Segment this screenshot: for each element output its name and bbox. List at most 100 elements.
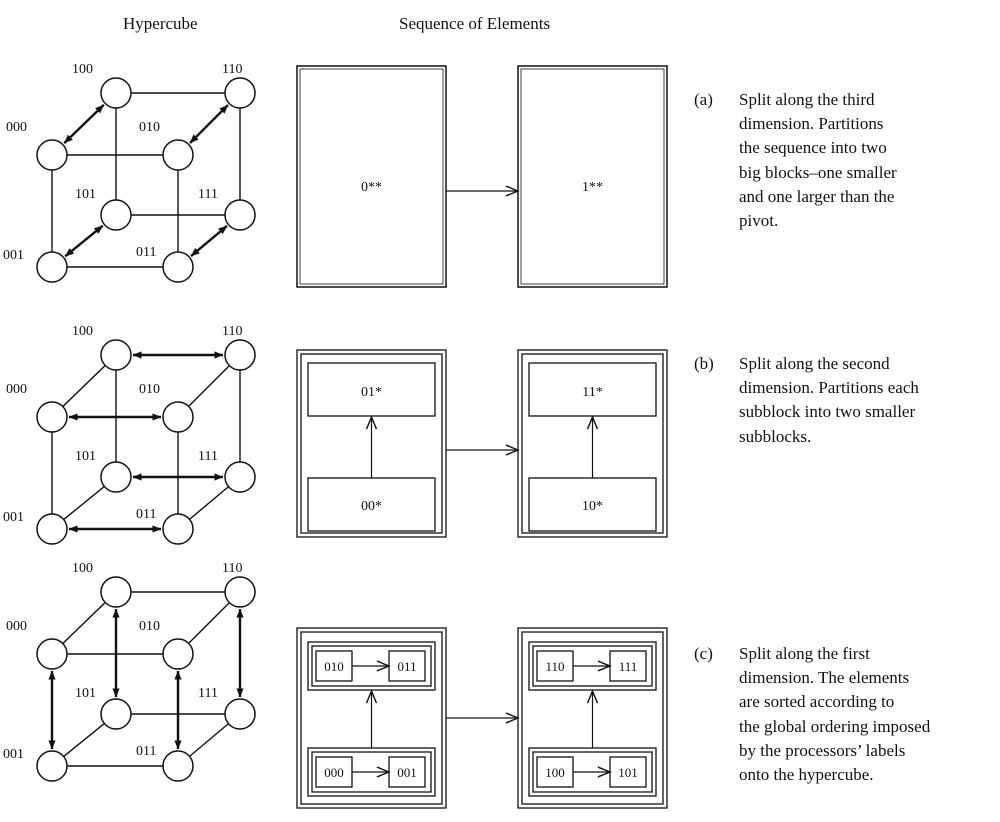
exchange-arrow <box>189 104 229 144</box>
element-label: 110 <box>545 659 564 674</box>
processor-node <box>100 199 132 231</box>
description-b: (b) Split along the second dimension. Pa… <box>694 352 919 449</box>
processor-node <box>162 139 194 171</box>
block-a-inner <box>520 68 665 285</box>
processor-node <box>100 461 132 493</box>
node-label-001: 001 <box>3 248 24 263</box>
processor-node <box>162 251 194 283</box>
node-label-101: 101 <box>75 449 96 464</box>
node-label-111: 111 <box>198 449 218 464</box>
block-b <box>517 349 668 538</box>
node-label-010: 010 <box>139 382 160 397</box>
processor-node <box>224 339 256 371</box>
processor-node <box>224 698 256 730</box>
description-line: subblocks. <box>739 426 812 446</box>
node-label-000: 000 <box>6 120 27 135</box>
processor-node <box>162 750 194 782</box>
subblock-label-upper: 11* <box>582 385 602 400</box>
exchange-arrow <box>63 103 105 145</box>
subblock-label-lower: 00* <box>361 499 382 514</box>
processor-node <box>100 339 132 371</box>
cube-edge <box>189 486 229 520</box>
cube-edge <box>62 364 106 408</box>
block-a-inner <box>299 68 444 285</box>
node-label-011: 011 <box>136 507 156 522</box>
processor-node <box>36 401 68 433</box>
node-label-000: 000 <box>6 619 27 634</box>
subblock-upper-inner <box>311 645 432 687</box>
sequence-b: 01*00*11*10* <box>296 349 668 538</box>
processor-node <box>100 77 132 109</box>
processor-node <box>100 576 132 608</box>
node-label-100: 100 <box>72 561 93 576</box>
description-a: (a) Split along the third dimension. Par… <box>694 88 897 233</box>
block-c-inner <box>300 631 443 805</box>
description-line: dimension. Partitions each <box>739 378 919 398</box>
element-label: 010 <box>324 659 344 674</box>
processor-node <box>36 139 68 171</box>
description-line: are sorted according to <box>739 692 895 712</box>
node-label-111: 111 <box>198 686 218 701</box>
processor-node <box>36 251 68 283</box>
node-label-001: 001 <box>3 510 24 525</box>
processor-node <box>100 698 132 730</box>
cube-edge <box>188 365 230 407</box>
node-label-110: 110 <box>222 62 242 77</box>
node-label-111: 111 <box>198 187 218 202</box>
processor-node <box>224 576 256 608</box>
panel-tag-c: (c) <box>694 644 713 663</box>
description-line: big blocks–one smaller <box>739 162 897 182</box>
description-line: subblock into two smaller <box>739 402 916 422</box>
sequence-header: Sequence of Elements <box>399 14 551 33</box>
processor-node <box>224 77 256 109</box>
subblock-lower-inner <box>532 751 653 793</box>
node-label-100: 100 <box>72 324 93 339</box>
processor-node <box>36 513 68 545</box>
cube-edge <box>63 722 105 758</box>
description-line: dimension. The elements <box>739 668 910 688</box>
description-line: pivot. <box>739 211 779 231</box>
subblock-label-upper: 01* <box>361 385 382 400</box>
panel-tag-b: (b) <box>694 354 714 373</box>
element-label: 000 <box>324 765 344 780</box>
block-c-inner <box>521 631 664 805</box>
element-label: 001 <box>397 765 417 780</box>
node-label-010: 010 <box>139 619 160 634</box>
subblock-lower-inner <box>311 751 432 793</box>
description-line: the global ordering imposed <box>739 716 931 736</box>
node-label-110: 110 <box>222 561 242 576</box>
element-label: 111 <box>619 659 638 674</box>
node-label-101: 101 <box>75 187 96 202</box>
processor-node <box>224 461 256 493</box>
panel-tag-a: (a) <box>694 90 713 109</box>
block-label: 0** <box>361 180 382 195</box>
exchange-arrow <box>64 224 104 258</box>
node-label-010: 010 <box>139 120 160 135</box>
cube-edge <box>188 602 230 644</box>
description-line: Split along the third <box>739 90 875 109</box>
sequence-a: 0** 1** <box>296 65 668 288</box>
description-line: and one larger than the <box>739 186 895 206</box>
element-label: 100 <box>545 765 565 780</box>
block-a <box>517 65 668 288</box>
description-line: dimension. Partitions <box>739 114 884 134</box>
description-line: Split along the first <box>739 644 870 663</box>
block-a <box>296 65 447 288</box>
subblock-upper-inner <box>532 645 653 687</box>
description-line: onto the hypercube. <box>739 765 874 785</box>
node-label-100: 100 <box>72 62 93 77</box>
description-line: the sequence into two <box>739 138 887 158</box>
description-c: (c) Split along the first dimension. The… <box>694 642 930 787</box>
exchange-arrow <box>190 225 228 257</box>
node-label-011: 011 <box>136 744 156 759</box>
element-label: 011 <box>397 659 416 674</box>
hypercube-column: 000 001 010 011 100 101 110 111 000 001 010 011 100 1… <box>3 62 256 782</box>
node-label-110: 110 <box>222 324 242 339</box>
block-label: 1** <box>582 180 603 195</box>
processor-node <box>36 750 68 782</box>
